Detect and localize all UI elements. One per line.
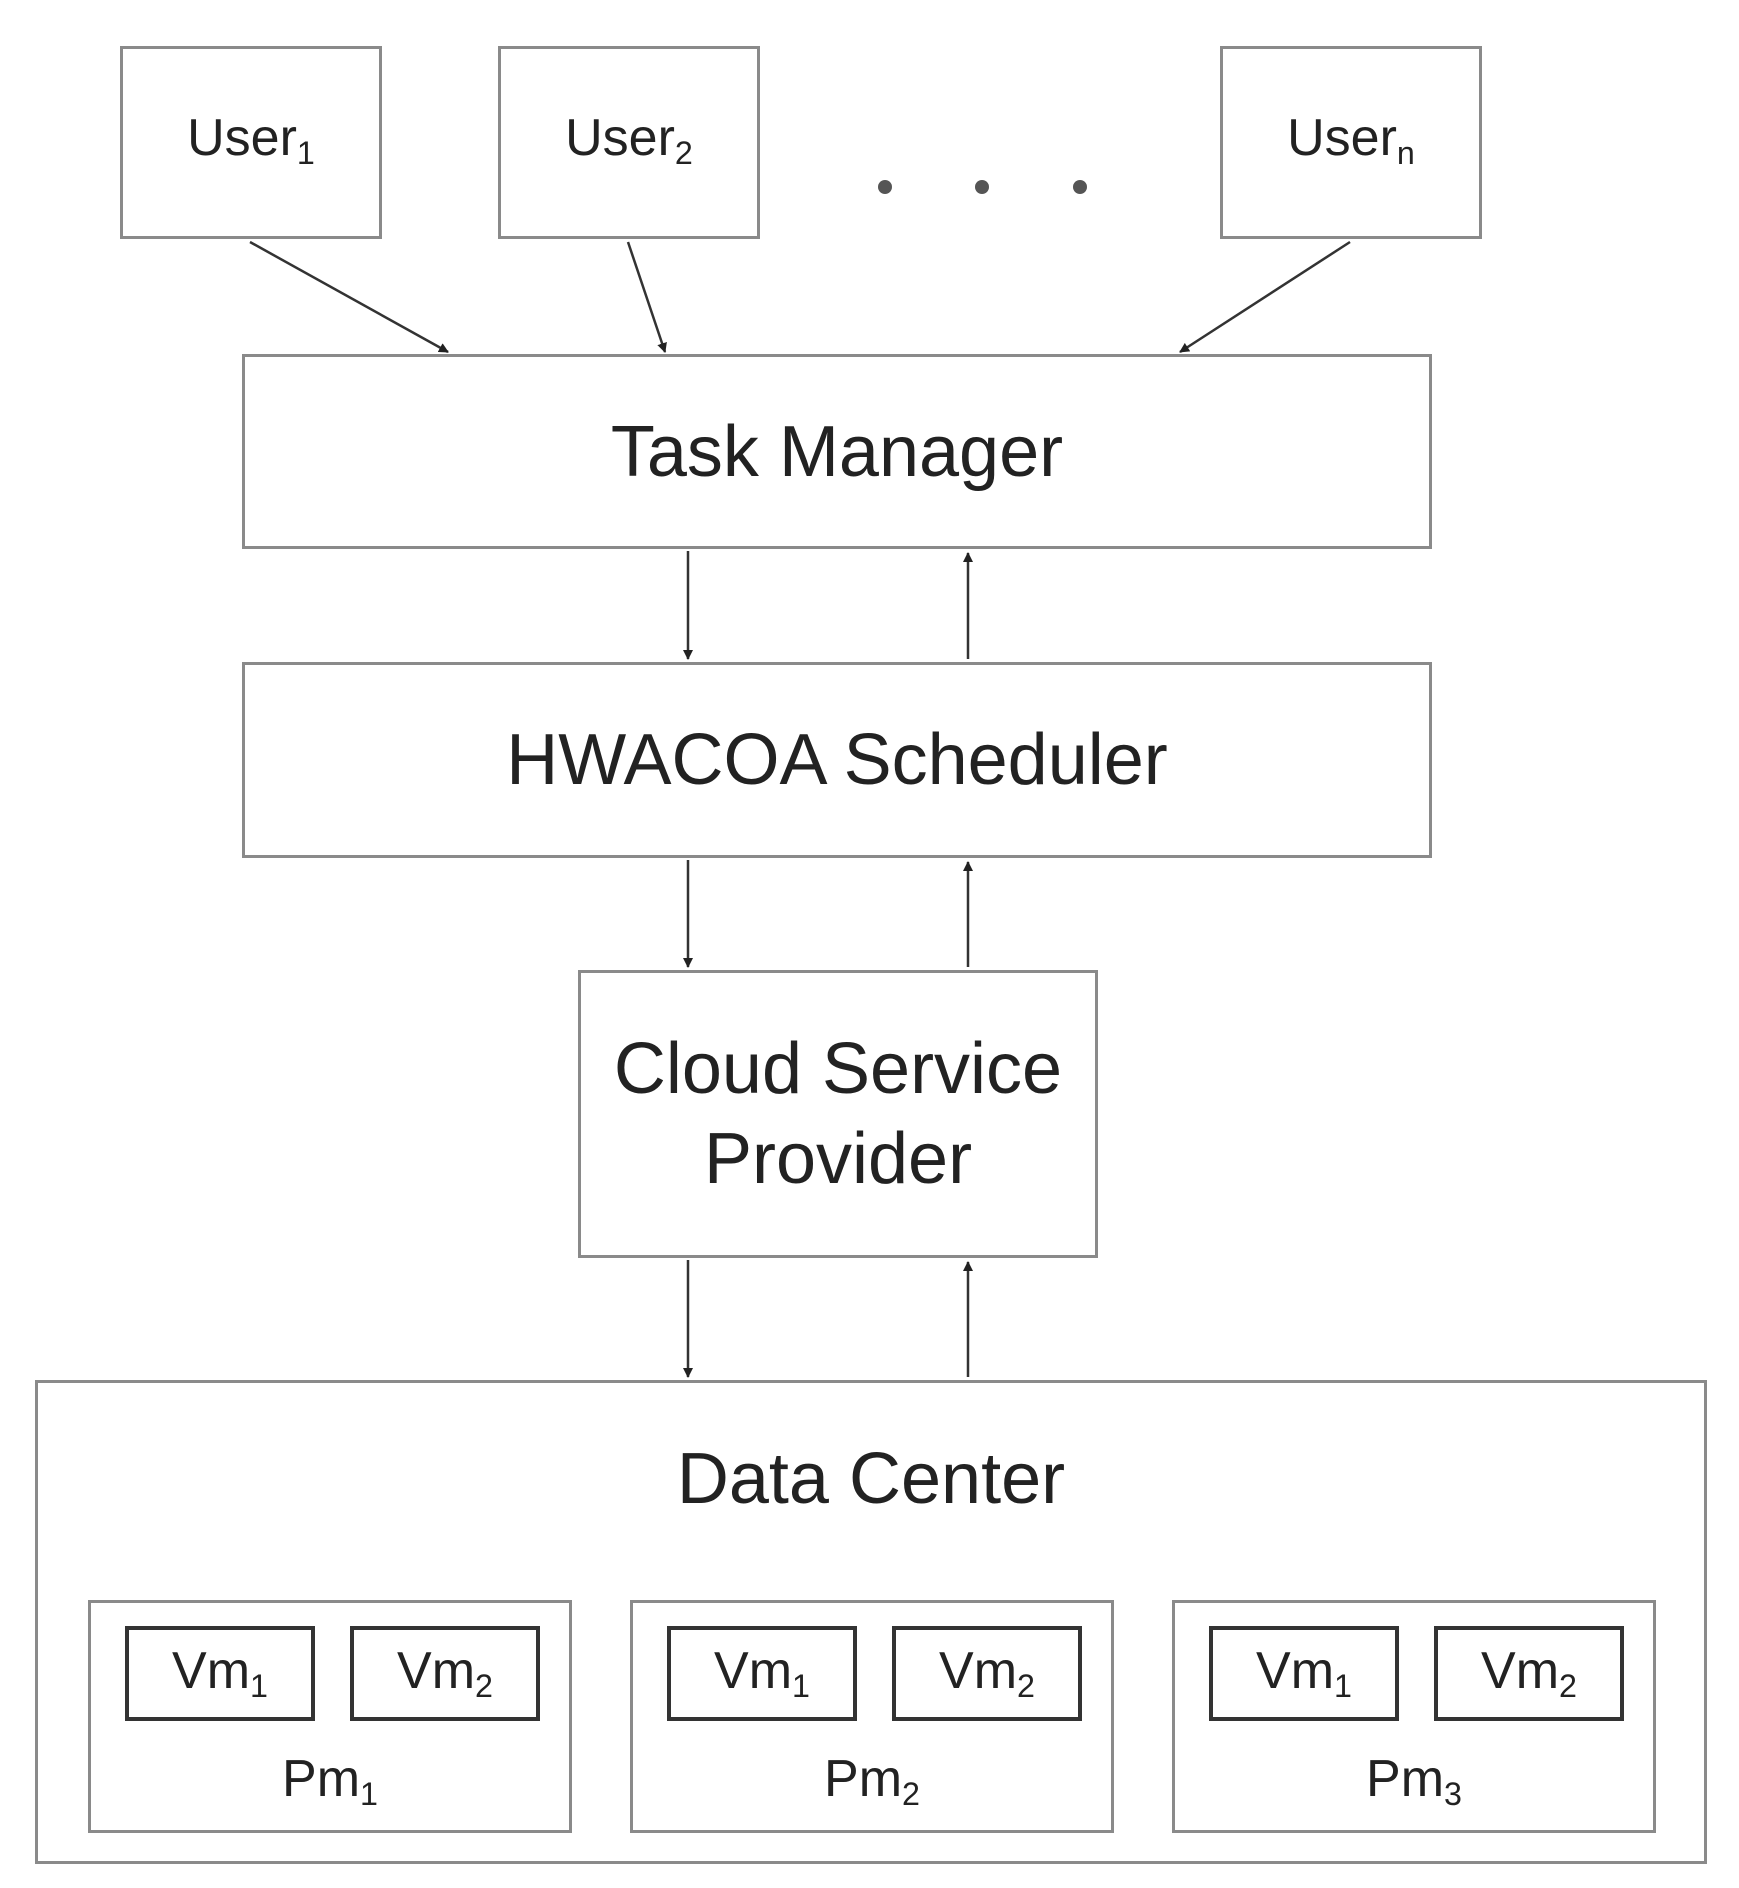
cloud-service-provider-line1: Cloud Service bbox=[613, 1029, 1063, 1109]
vm-box: Vm2 bbox=[892, 1626, 1082, 1721]
user-box-1: User1 bbox=[120, 46, 382, 239]
vm-label: Vm2 bbox=[939, 1641, 1035, 1704]
pm-label-3: Pm3 bbox=[1366, 1750, 1462, 1813]
cloud-service-provider-line2: Provider bbox=[703, 1119, 973, 1199]
vm-label: Vm1 bbox=[172, 1641, 268, 1704]
user-label-2: User2 bbox=[565, 108, 693, 171]
task-manager-box: Task Manager bbox=[242, 354, 1432, 549]
vm-label: Vm1 bbox=[714, 1641, 810, 1704]
physical-machine-3: Vm1 Vm2 Pm3 bbox=[1172, 1600, 1656, 1833]
vm-label: Vm2 bbox=[1481, 1641, 1577, 1704]
vm-box: Vm2 bbox=[1434, 1626, 1624, 1721]
ellipsis-dot bbox=[975, 180, 989, 194]
vm-box: Vm1 bbox=[125, 1626, 315, 1721]
arrow-usern-to-task-manager bbox=[1179, 240, 1351, 354]
vm-label: Vm1 bbox=[1256, 1641, 1352, 1704]
scheduler-box: HWACOA Scheduler bbox=[242, 662, 1432, 858]
user-box-n: Usern bbox=[1220, 46, 1482, 239]
vm-label: Vm2 bbox=[397, 1641, 493, 1704]
pm-label-1: Pm1 bbox=[282, 1750, 378, 1813]
physical-machine-2: Vm1 Vm2 Pm2 bbox=[630, 1600, 1114, 1833]
vm-box: Vm2 bbox=[350, 1626, 540, 1721]
vm-box: Vm1 bbox=[667, 1626, 857, 1721]
pm-label-2: Pm2 bbox=[824, 1750, 920, 1813]
physical-machine-1: Vm1 Vm2 Pm1 bbox=[88, 1600, 572, 1833]
user-label-n: Usern bbox=[1287, 108, 1415, 171]
user-label-1: User1 bbox=[187, 108, 315, 171]
ellipsis-dot bbox=[1073, 180, 1087, 194]
data-center-box: Data Center Vm1 Vm2 Pm1 Vm1 Vm2 Pm2 Vm1 … bbox=[35, 1380, 1707, 1864]
cloud-service-provider-label: Cloud Service Provider bbox=[614, 1024, 1062, 1204]
scheduler-label: HWACOA Scheduler bbox=[506, 720, 1168, 800]
user-box-2: User2 bbox=[498, 46, 760, 239]
cloud-service-provider-box: Cloud Service Provider bbox=[578, 970, 1098, 1258]
arrow-user1-to-task-manager bbox=[249, 240, 449, 354]
vm-box: Vm1 bbox=[1209, 1626, 1399, 1721]
data-center-title: Data Center bbox=[676, 1439, 1066, 1519]
task-manager-label: Task Manager bbox=[610, 411, 1064, 492]
arrow-user2-to-task-manager bbox=[626, 241, 667, 353]
ellipsis-dot bbox=[878, 180, 892, 194]
